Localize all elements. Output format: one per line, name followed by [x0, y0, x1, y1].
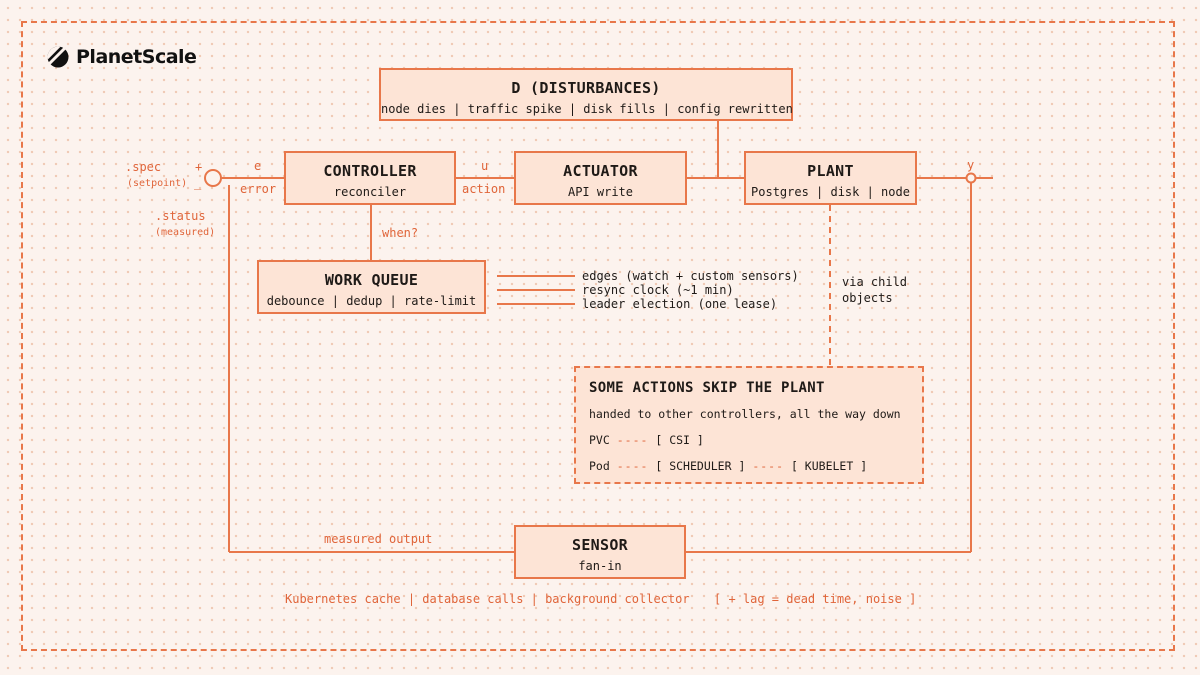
brand-logo: PlanetScale [46, 44, 197, 70]
u-label: u [481, 159, 489, 173]
chain-dash: ---- [752, 459, 785, 473]
diagram-frame [21, 21, 1175, 651]
work-queue-box: WORK QUEUE debounce | dedup | rate-limit [257, 260, 486, 314]
work-queue-title: WORK QUEUE [324, 271, 419, 289]
when-label: when? [382, 226, 419, 240]
sensor-title: SENSOR [572, 536, 628, 554]
csi-label: [ CSI ] [655, 433, 704, 447]
controller-box: CONTROLLER reconciler [284, 151, 456, 205]
action-label: action [462, 182, 506, 196]
via-child-label: via child [842, 275, 908, 289]
disturbances-box: D (DISTURBANCES) node dies | traffic spi… [379, 68, 793, 121]
plant-title: PLANT [807, 162, 854, 180]
minus-sign: _ [194, 176, 202, 190]
circle-node-icon [204, 169, 222, 187]
plant-sub: Postgres | disk | node [751, 185, 910, 199]
e-label: e [254, 159, 262, 173]
planetscale-logo-icon [47, 46, 69, 68]
skip-plant-box: SOME ACTIONS SKIP THE PLANT handed to ot… [574, 366, 924, 484]
work-queue-sub: debounce | dedup | rate-limit [266, 294, 477, 308]
sensor-sources-label: Kubernetes cache | database calls | back… [285, 592, 690, 606]
chain-dash: ---- [616, 433, 649, 447]
controller-sub: reconciler [333, 185, 407, 199]
small-circle-node-icon [965, 172, 977, 184]
skip-plant-sub: handed to other controllers, all the way… [589, 407, 901, 421]
actuator-title: ACTUATOR [563, 162, 638, 180]
setpoint-label: (setpoint) [127, 178, 188, 189]
pod-chain: Pod ---- [ SCHEDULER ] ---- [ KUBELET ] [589, 459, 909, 473]
actuator-box: ACTUATOR API write [514, 151, 687, 205]
pod-label: Pod [589, 459, 610, 473]
scheduler-label: [ SCHEDULER ] [655, 459, 746, 473]
lag-note-label: [ + lag = dead time, noise ] [714, 592, 917, 606]
chain-dash: ---- [616, 459, 649, 473]
trigger-label: resync clock (~1 min) [582, 283, 734, 297]
disturbances-title: D (DISTURBANCES) [511, 79, 661, 97]
sensor-box: SENSOR fan-in [514, 525, 686, 579]
pvc-label: PVC [589, 433, 610, 447]
pvc-chain: PVC ---- [ CSI ] [589, 433, 909, 447]
plant-box: PLANT Postgres | disk | node [744, 151, 917, 205]
y-label: y [967, 158, 975, 172]
measured-label: (measured) [155, 227, 216, 238]
kubelet-label: [ KUBELET ] [790, 459, 868, 473]
status-label: .status [155, 209, 206, 223]
via-child-label: objects [842, 291, 893, 305]
controller-title: CONTROLLER [323, 162, 417, 180]
brand-name: PlanetScale [76, 46, 197, 68]
error-label: error [240, 182, 277, 196]
spec-label: .spec [125, 160, 162, 174]
plus-sign: + [195, 160, 203, 174]
trigger-label: leader election (one lease) [582, 297, 778, 311]
disturbances-items: node dies | traffic spike | disk fills |… [381, 102, 793, 116]
skip-plant-title: SOME ACTIONS SKIP THE PLANT [589, 380, 825, 396]
actuator-sub: API write [567, 185, 634, 199]
sensor-sub: fan-in [578, 559, 622, 573]
measured-output-label: measured output [324, 532, 433, 546]
trigger-label: edges (watch + custom sensors) [582, 269, 799, 283]
